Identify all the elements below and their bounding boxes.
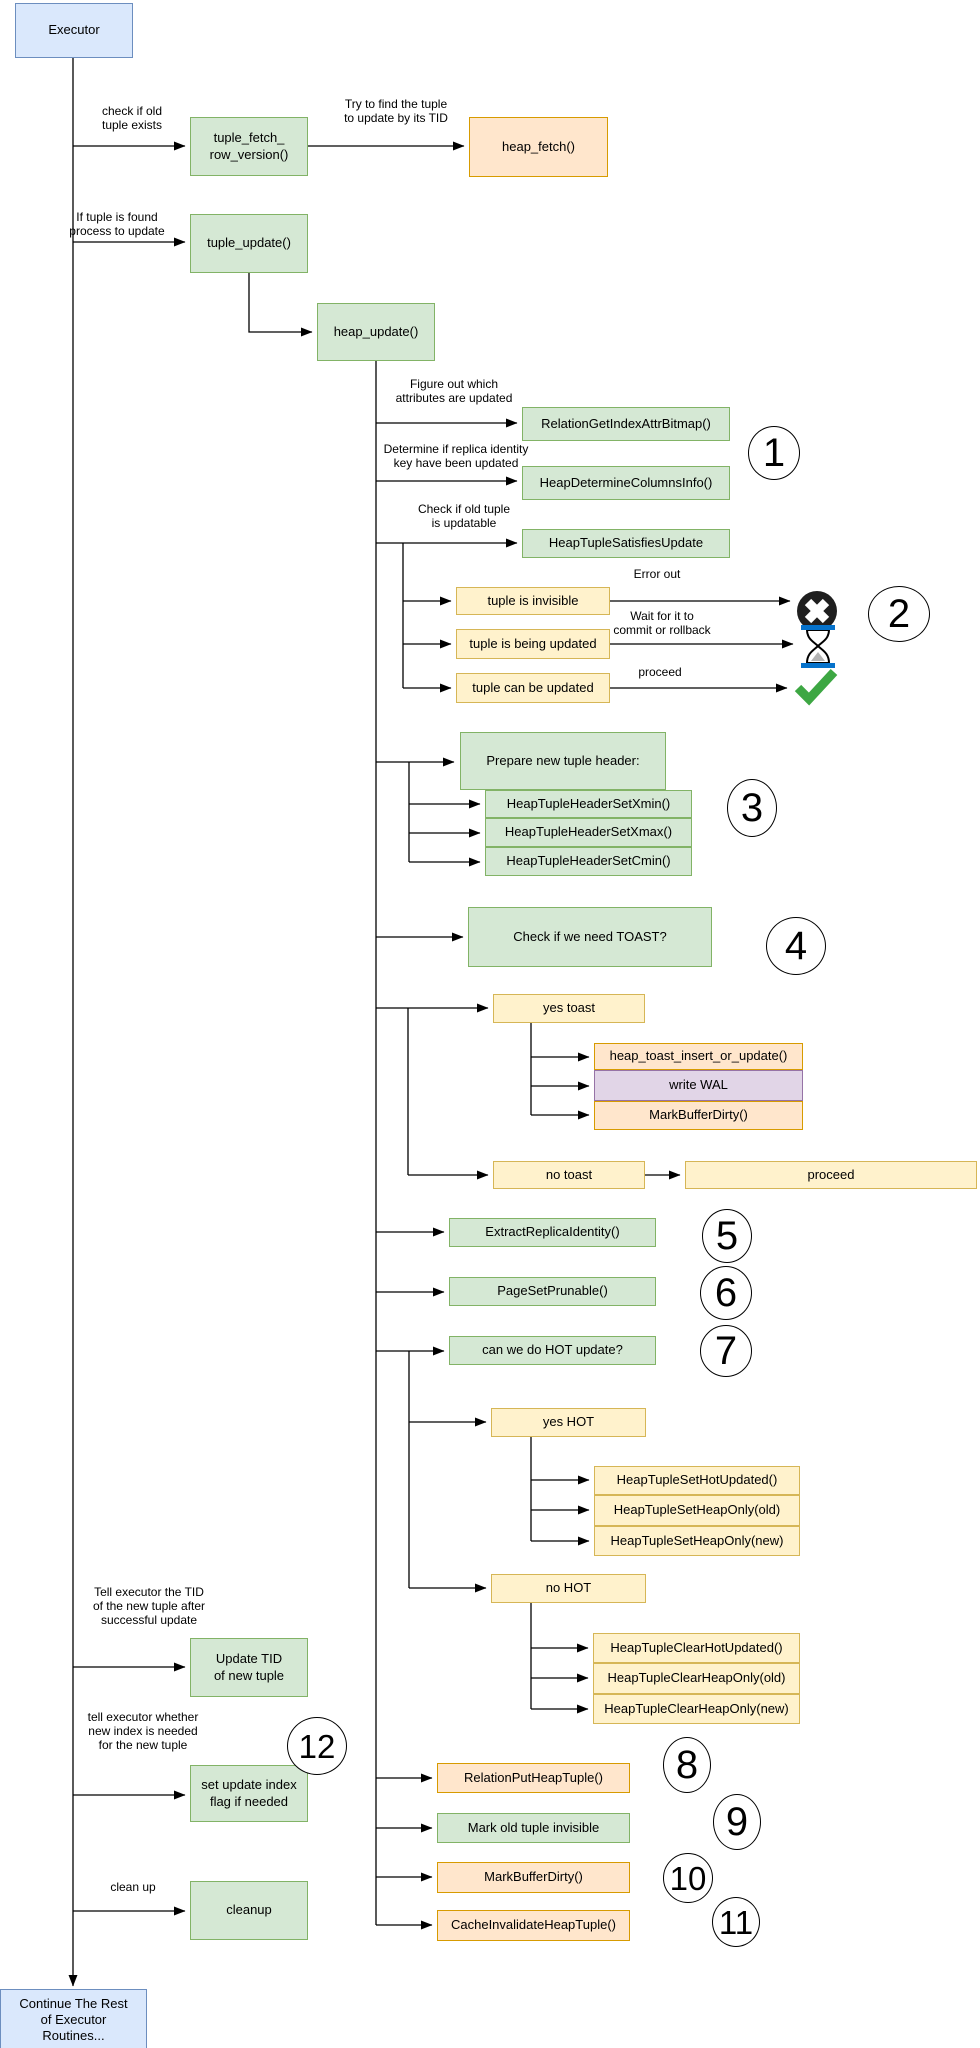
node-heap-tuple-clear-heap-only-old: HeapTupleClearHeapOnly(old) [593,1663,800,1694]
node-heap-tuple-satisfies-update: HeapTupleSatisfiesUpdate [522,529,730,558]
node-heap-fetch: heap_fetch() [469,117,608,177]
node-update-tid-of-new-tuple: Update TID of new tuple [190,1638,308,1697]
edge-label-tell-executor-index: tell executor whether new index is neede… [87,1710,199,1753]
edge-label-try-to-find-tuple: Try to find the tuple to update by its T… [344,97,448,126]
step-circle-11: 11 [712,1897,760,1947]
step-circle-2: 2 [868,586,930,642]
node-yes-hot: yes HOT [491,1408,646,1437]
node-cleanup: cleanup [190,1881,308,1940]
node-heap-determine-columns-info: HeapDetermineColumnsInfo() [522,466,730,500]
node-heap-tuple-clear-heap-only-new: HeapTupleClearHeapOnly(new) [593,1694,800,1724]
step-circle-7: 7 [700,1325,752,1377]
node-proceed: proceed [685,1161,977,1189]
node-check-if-we-need-toast: Check if we need TOAST? [468,907,712,967]
node-heap-tuple-header-set-xmin: HeapTupleHeaderSetXmin() [485,790,692,818]
node-continue-rest-of-executor: Continue The Rest of Executor Routines..… [0,1989,147,2048]
step-circle-10: 10 [663,1853,713,1903]
step-circle-3: 3 [727,779,777,837]
node-prepare-new-tuple-header: Prepare new tuple header: [460,732,666,790]
check-icon [793,666,839,706]
node-executor: Executor [15,3,133,58]
node-heap-toast-insert-or-update: heap_toast_insert_or_update() [594,1043,803,1070]
edge-label-check-old-tuple-updatable: Check if old tuple is updatable [417,502,511,531]
step-circle-8: 8 [663,1737,711,1793]
node-relation-get-index-attr-bitmap: RelationGetIndexAttrBitmap() [522,407,730,441]
node-mark-buffer-dirty: MarkBufferDirty() [437,1862,630,1893]
edge-label-error-out: Error out [633,567,681,581]
node-page-set-prunable: PageSetPrunable() [449,1277,656,1306]
step-circle-6: 6 [700,1266,752,1320]
node-heap-tuple-set-heap-only-new: HeapTupleSetHeapOnly(new) [594,1526,800,1556]
node-heap-tuple-header-set-xmax: HeapTupleHeaderSetXmax() [485,818,692,847]
node-tuple-fetch-row-version: tuple_fetch_ row_version() [190,117,308,176]
edge-label-determine-replica-identity: Determine if replica identity key have b… [383,442,529,471]
node-no-hot: no HOT [491,1574,646,1603]
step-circle-4: 4 [766,917,826,975]
step-circle-9: 9 [713,1794,761,1850]
node-tuple-can-be-updated: tuple can be updated [456,673,610,703]
node-relation-put-heap-tuple: RelationPutHeapTuple() [437,1763,630,1793]
hourglass-icon [799,625,837,668]
node-mark-buffer-dirty-toast: MarkBufferDirty() [594,1101,803,1130]
node-heap-update: heap_update() [317,303,435,361]
node-extract-replica-identity: ExtractReplicaIdentity() [449,1218,656,1247]
step-circle-1: 1 [748,426,800,480]
edge-label-if-tuple-found: If tuple is found process to update [69,210,165,239]
edge-label-proceed: proceed [638,665,682,679]
node-tuple-is-invisible: tuple is invisible [456,587,610,615]
edge-label-tell-executor-tid: Tell executor the TID of the new tuple a… [92,1585,206,1628]
node-yes-toast: yes toast [493,994,645,1023]
step-circle-12: 12 [287,1717,347,1775]
node-no-toast: no toast [493,1161,645,1189]
node-write-wal: write WAL [594,1070,803,1101]
node-heap-tuple-clear-hot-updated: HeapTupleClearHotUpdated() [593,1633,800,1663]
step-circle-5: 5 [702,1209,752,1263]
node-tuple-is-being-updated: tuple is being updated [456,629,610,659]
node-heap-tuple-set-heap-only-old: HeapTupleSetHeapOnly(old) [594,1495,800,1526]
node-set-update-index-flag: set update index flag if needed [190,1765,308,1822]
node-tuple-update: tuple_update() [190,214,308,273]
edge-label-figure-out-attributes: Figure out which attributes are updated [395,377,513,406]
edge-label-check-old-tuple-exists: check if old tuple exists [101,104,163,133]
node-cache-invalidate-heap-tuple: CacheInvalidateHeapTuple() [437,1910,630,1941]
node-heap-tuple-header-set-cmin: HeapTupleHeaderSetCmin() [485,847,692,876]
edge-label-wait-commit-rollback: Wait for it to commit or rollback [613,609,711,638]
edge-label-clean-up: clean up [110,1880,156,1894]
node-heap-tuple-set-hot-updated: HeapTupleSetHotUpdated() [594,1466,800,1495]
error-icon [796,590,838,632]
node-can-we-do-hot-update: can we do HOT update? [449,1336,656,1365]
node-mark-old-tuple-invisible: Mark old tuple invisible [437,1813,630,1843]
